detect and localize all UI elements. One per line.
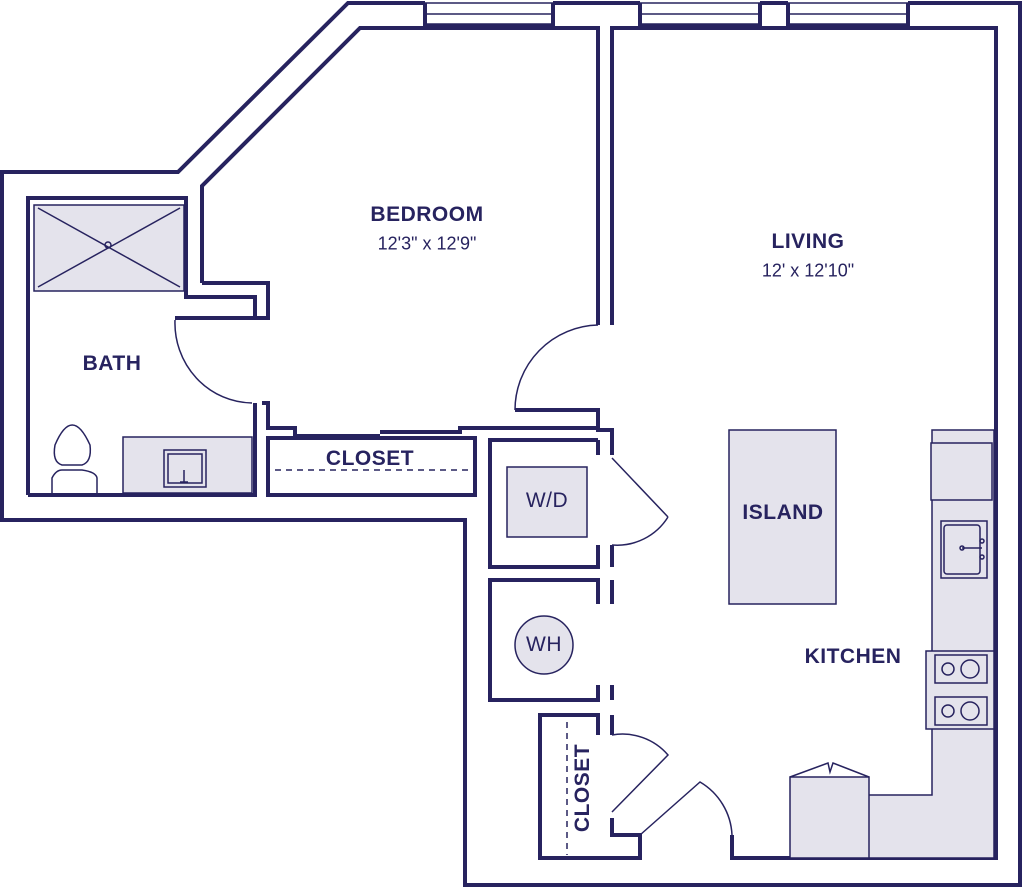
entry-closet-door [611, 733, 670, 813]
bath-door-swing [174, 319, 253, 404]
vanity [122, 436, 253, 494]
sink-icon [163, 449, 207, 488]
wd-closet-walls [488, 438, 600, 569]
washer-dryer [506, 466, 588, 538]
island-label: ISLAND [742, 501, 824, 524]
bedroom-closet-label: CLOSET [325, 447, 415, 470]
wd-label: W/D [525, 489, 569, 512]
bedroom-label: BEDROOM [370, 203, 484, 226]
wh-closet-walls [488, 578, 614, 702]
entry-closet-walls [538, 713, 642, 860]
windows [423, 1, 910, 29]
living-walls [610, 26, 998, 860]
cooktop-icon [925, 650, 995, 730]
bedroom-door-swing [514, 324, 599, 411]
water-heater [514, 615, 574, 675]
kitchen-label: KITCHEN [804, 645, 902, 668]
refrigerator [930, 442, 993, 501]
wd-door [611, 457, 669, 546]
entry-door [639, 781, 733, 836]
living-label: LIVING [771, 230, 845, 253]
living-dimensions: 12' x 12'10" [761, 260, 855, 281]
bedroom-dimensions: 12'3" x 12'9" [377, 233, 477, 254]
bedroom-closet [266, 436, 477, 497]
entry-closet-label: CLOSET [571, 743, 594, 833]
toilet-icon [51, 424, 98, 493]
dishwasher [789, 776, 870, 859]
island-counter [728, 429, 837, 605]
wh-label: WH [526, 633, 562, 656]
bath-label: BATH [82, 352, 142, 375]
